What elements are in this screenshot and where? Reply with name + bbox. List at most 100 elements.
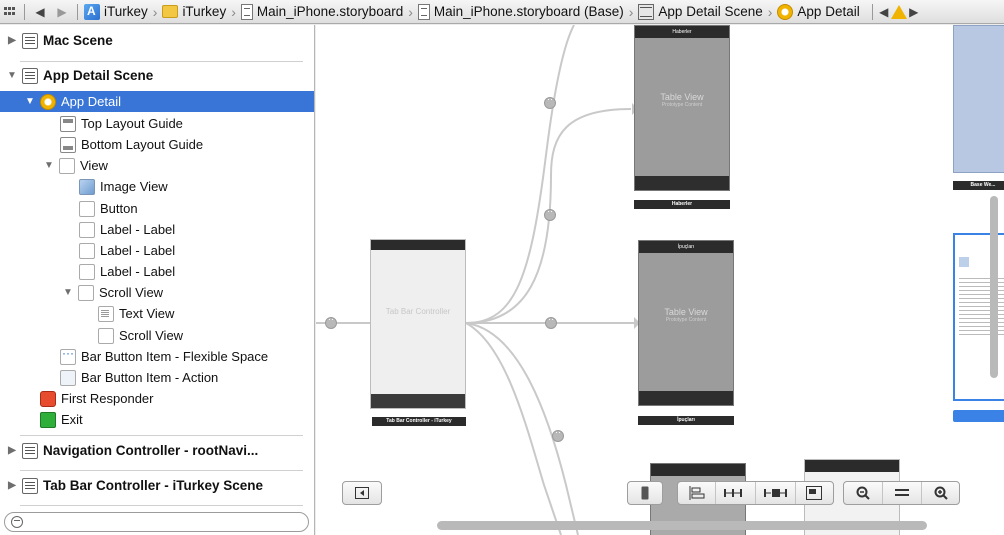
back-button[interactable]: ◀ <box>35 4 45 19</box>
form-factor-group <box>627 481 663 505</box>
resizing-button[interactable] <box>796 482 832 504</box>
zoom-out-icon <box>856 486 870 500</box>
disclosure-closed-icon[interactable]: ▶ <box>8 35 16 46</box>
divider <box>20 435 303 436</box>
disclosure-open-icon[interactable]: ▼ <box>25 96 35 107</box>
outline-row-top-layout-guide[interactable]: Top Layout Guide <box>0 113 314 134</box>
outline-row-exit[interactable]: Exit <box>0 409 314 430</box>
view-controller-icon <box>40 93 56 110</box>
outline-row-bar-button-flexible[interactable]: Bar Button Item - Flexible Space <box>0 346 314 367</box>
segue-icon[interactable] <box>545 314 557 329</box>
resizing-icon <box>806 486 822 500</box>
project-icon <box>84 3 100 20</box>
disclosure-closed-icon[interactable]: ▶ <box>8 445 16 456</box>
forward-button[interactable]: ▶ <box>57 4 67 19</box>
jump-bar: ◀ ▶ iTurkey › iTurkey › Main_iPhone.stor… <box>0 0 1004 24</box>
filter-input[interactable] <box>27 515 297 529</box>
scene-label-tab-bar-controller[interactable]: Tab Bar Controller - iTurkey <box>372 417 466 426</box>
outline-row-image-view[interactable]: Image View <box>0 176 314 197</box>
align-button[interactable] <box>678 482 716 504</box>
chevron-right-icon: › <box>231 3 236 20</box>
outline-row-first-responder[interactable]: First Responder <box>0 388 314 409</box>
chevron-right-icon: › <box>628 3 634 20</box>
warning-icon[interactable] <box>890 4 907 19</box>
disclosure-closed-icon[interactable]: ▶ <box>8 480 16 491</box>
scene-icon <box>22 442 38 459</box>
align-icon <box>689 486 704 500</box>
separator <box>871 3 873 20</box>
outline-row-label-2[interactable]: Label - Label <box>0 240 314 261</box>
scene-label-base-web[interactable]: Base We... <box>953 181 1004 190</box>
storyboard-file-icon <box>417 3 430 20</box>
pin-button[interactable] <box>716 482 756 504</box>
previous-issue-button[interactable]: ◀ <box>879 4 889 19</box>
equals-icon <box>895 489 909 496</box>
chevron-right-icon: › <box>767 3 773 20</box>
divider <box>20 61 303 62</box>
breadcrumb-project[interactable]: iTurkey <box>82 3 150 20</box>
label-icon <box>79 242 95 259</box>
outline-row-text-view[interactable]: Text View <box>0 303 314 324</box>
pin-icon <box>723 489 742 497</box>
outline-row-view[interactable]: ▼ View <box>44 157 108 174</box>
form-factor-button[interactable] <box>628 482 662 504</box>
tab-bar-controller-title: Tab Bar Controller <box>385 307 451 317</box>
outline-row-bottom-layout-guide[interactable]: Bottom Layout Guide <box>0 134 314 155</box>
outline-row-button[interactable]: Button <box>0 198 314 219</box>
outline-filter-field[interactable] <box>4 512 309 532</box>
scroll-view-icon <box>78 284 94 301</box>
scene-label-ipuclari[interactable]: İpuçları <box>638 416 734 425</box>
outline-row-navigation-controller[interactable]: ▶ Navigation Controller - rootNavi... <box>0 440 314 461</box>
base-web-scene[interactable] <box>953 25 1004 173</box>
scene-label-haberler[interactable]: Haberler <box>634 200 730 209</box>
outline-row-app-detail-scene[interactable]: ▼ App Detail Scene <box>7 67 154 84</box>
next-issue-button[interactable]: ▶ <box>909 4 919 19</box>
outline-row-mac-scene[interactable]: ▶ Mac Scene <box>0 30 314 51</box>
outline-row-bar-button-action[interactable]: Bar Button Item - Action <box>0 367 314 388</box>
disclosure-open-icon[interactable]: ▼ <box>7 70 17 81</box>
zoom-in-button[interactable] <box>922 482 959 504</box>
zoom-in-icon <box>934 486 948 500</box>
vertical-scrollbar[interactable] <box>990 196 998 378</box>
breadcrumb-group[interactable]: iTurkey <box>160 4 228 19</box>
breadcrumb-storyboard-base[interactable]: Main_iPhone.storyboard (Base) <box>416 3 626 20</box>
disclosure-open-icon[interactable]: ▼ <box>63 287 73 298</box>
outline-row-label-1[interactable]: Label - Label <box>0 219 314 240</box>
navigation-bar: İpuçları <box>639 241 733 253</box>
segue-icon[interactable] <box>552 427 564 442</box>
outline-row-label-3[interactable]: Label - Label <box>0 261 314 282</box>
filter-icon <box>11 516 23 528</box>
related-items-icon[interactable] <box>0 1 20 23</box>
resolve-button[interactable] <box>756 482 796 504</box>
breadcrumb-storyboard[interactable]: Main_iPhone.storyboard <box>239 3 405 20</box>
view-icon <box>59 157 75 174</box>
tab-bar-controller-scene[interactable]: Tab Bar Controller <box>370 239 466 409</box>
view-controller-icon <box>777 3 794 20</box>
outline-row-scroll-view[interactable]: ▼ Scroll View <box>63 284 164 301</box>
segue-icon[interactable] <box>544 206 556 221</box>
tab-bar <box>635 176 729 190</box>
horizontal-scrollbar[interactable] <box>437 521 927 530</box>
storyboard-file-icon <box>240 3 253 20</box>
outline-row-scroll-view-inner[interactable]: Scroll View <box>0 325 314 346</box>
image-view-icon <box>79 178 95 195</box>
iphone-icon <box>641 486 649 500</box>
segue-icon[interactable] <box>325 314 337 329</box>
toggle-outline-button[interactable] <box>343 482 381 504</box>
first-responder-icon <box>40 390 56 407</box>
breadcrumb-scene[interactable]: App Detail Scene <box>636 3 764 20</box>
segue-icon[interactable] <box>544 94 556 109</box>
folder-icon <box>162 5 179 18</box>
text-view-icon <box>98 305 114 322</box>
zoom-out-button[interactable] <box>844 482 883 504</box>
outline-row-app-detail[interactable]: ▼ App Detail <box>0 91 314 112</box>
disclosure-open-icon[interactable]: ▼ <box>44 160 54 171</box>
selected-scene-label[interactable] <box>953 410 1004 422</box>
breadcrumb-view-controller[interactable]: App Detail <box>775 3 861 20</box>
zoom-reset-button[interactable] <box>883 482 922 504</box>
outline-row-tab-bar-controller[interactable]: ▶ Tab Bar Controller - iTurkey Scene <box>0 475 314 496</box>
